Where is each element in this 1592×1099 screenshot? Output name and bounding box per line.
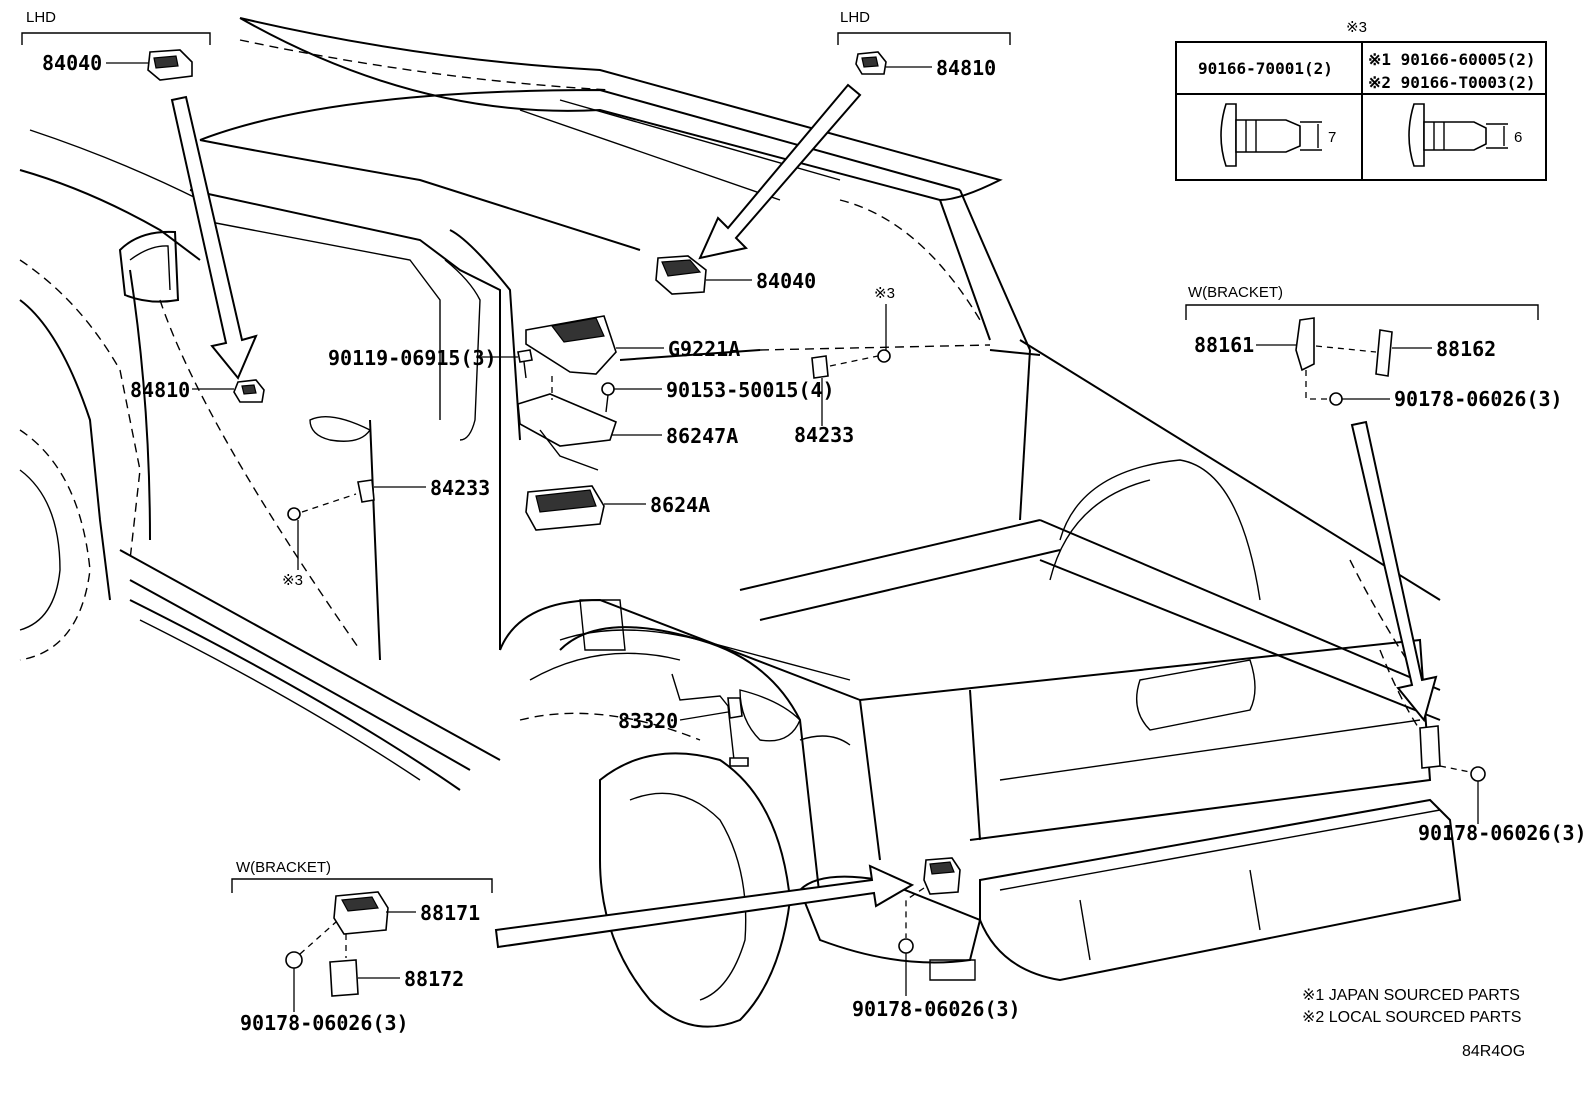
indicator-arrows (170, 83, 1438, 949)
part-84233-right: 84233 ※3 (794, 285, 895, 447)
callout-84040: 84040 (756, 269, 816, 293)
part-90153: 90153-50015(4) (601, 378, 835, 413)
clip-drawing-1: 7 (1220, 103, 1336, 167)
note-local-sourced: ※2 LOCAL SOURCED PARTS (1302, 1009, 1521, 1026)
part-8624A: 8624A (525, 485, 710, 531)
vehicle-outline (19, 17, 1462, 1028)
callout-90119: 90119-06915(3) (328, 346, 497, 370)
part-84810-left: 84810 (130, 378, 265, 403)
svg-text:LHD: LHD (26, 9, 56, 26)
notes: ※1 JAPAN SOURCED PARTS ※2 LOCAL SOURCED … (1302, 987, 1525, 1060)
callout-88162: 88162 (1436, 337, 1496, 361)
arrow-right-bottom (494, 864, 915, 949)
reference-table: ※3 90166-70001(2) ※1 90166-60005(2) ※2 9… (1175, 19, 1547, 181)
svg-text:W(BRACKET): W(BRACKET) (1188, 284, 1283, 301)
callout-90178: 90178-06026(3) (852, 997, 1021, 1021)
arrow-down-right (1350, 420, 1438, 723)
callout-8624A: 8624A (650, 493, 710, 517)
arrow-down-left (170, 95, 258, 380)
bracket-lhd-top: LHD (837, 9, 1011, 45)
callout-88172: 88172 (404, 967, 464, 991)
table-col1-part: 90166-70001(2) (1198, 59, 1333, 78)
svg-text:6: 6 (1514, 129, 1522, 146)
part-84233-left: 84233 ※3 (282, 476, 490, 589)
callout-84810: 84810 (936, 56, 996, 80)
callout-88171: 88171 (420, 901, 480, 925)
part-88162: 88162 (1315, 329, 1496, 377)
bracket-lhd-left: LHD (21, 9, 211, 45)
part-90178-bottom-left: 90178-06026(3) (240, 921, 409, 1035)
part-88161: 88161 (1194, 317, 1315, 372)
part-90178-right-bottom: 90178-06026(3) (1418, 725, 1587, 845)
ref-3: ※3 (282, 572, 303, 589)
table-col2-row1: ※1 90166-60005(2) (1368, 50, 1536, 69)
part-84040-center: 84040 (655, 255, 816, 295)
part-88172: 88172 (329, 934, 464, 997)
svg-text:LHD: LHD (840, 9, 870, 26)
part-G9221A: G9221A (525, 315, 740, 375)
ref-3: ※3 (874, 285, 895, 302)
part-84040-top-left: 84040 (42, 49, 193, 81)
callout-90178: 90178-06026(3) (240, 1011, 409, 1035)
callout-90178: 90178-06026(3) (1394, 387, 1563, 411)
table-col2-row2: ※2 90166-T0003(2) (1368, 73, 1536, 92)
callout-84810: 84810 (130, 378, 190, 402)
table-title: ※3 (1346, 19, 1367, 36)
callout-86247A: 86247A (666, 424, 738, 448)
part-90178-right-top: 90178-06026(3) (1305, 370, 1563, 411)
callout-84040: 84040 (42, 51, 102, 75)
arrow-down-center (698, 83, 862, 260)
svg-text:W(BRACKET): W(BRACKET) (236, 859, 331, 876)
callout-84233: 84233 (794, 423, 854, 447)
svg-text:7: 7 (1328, 129, 1336, 146)
bracket-w-bracket-bottom: W(BRACKET) (231, 859, 493, 893)
callout-84233: 84233 (430, 476, 490, 500)
callout-83320: 83320 (618, 709, 678, 733)
callout-90178: 90178-06026(3) (1418, 821, 1587, 845)
part-88171: 88171 (333, 891, 480, 935)
part-84810-top: 84810 (855, 51, 996, 80)
bracket-w-bracket-right: W(BRACKET) (1185, 284, 1539, 320)
part-90119: 90119-06915(3) (328, 346, 533, 379)
clip-drawing-2: 6 (1408, 103, 1522, 167)
diagram-code: 84R4OG (1462, 1043, 1525, 1060)
part-83320: 83320 (618, 673, 749, 767)
callout-G9221A: G9221A (668, 337, 740, 361)
note-japan-sourced: ※1 JAPAN SOURCED PARTS (1302, 987, 1520, 1004)
callout-90153: 90153-50015(4) (666, 378, 835, 402)
part-86247A: 86247A (517, 376, 738, 471)
callout-88161: 88161 (1194, 333, 1254, 357)
part-90178-bottom-center: 90178-06026(3) (852, 857, 1021, 1021)
